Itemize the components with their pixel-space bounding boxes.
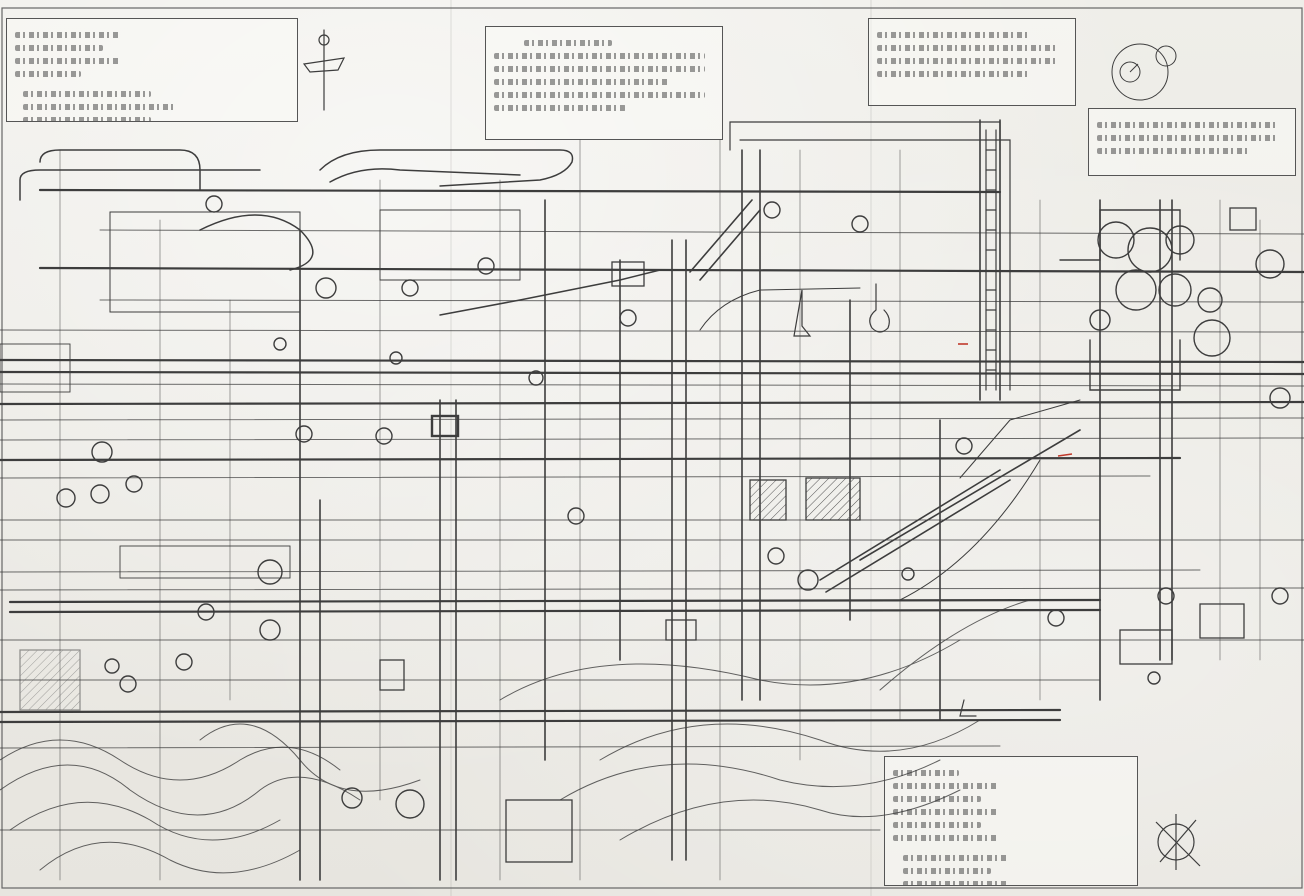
diagonal-pipes [689, 199, 1081, 601]
note-box-right-mid [1088, 108, 1296, 176]
ladder-structure [729, 121, 1011, 391]
drop-fittings [793, 283, 977, 717]
pump-cluster [1059, 43, 1285, 391]
valve-icon [302, 29, 346, 111]
vertical-risers [299, 119, 1173, 881]
light-verticals [59, 139, 1261, 881]
equipment-boxes [0, 207, 1257, 863]
paper-fold [450, 0, 452, 896]
note-box-bottom-right [884, 756, 1138, 886]
note-box-top-right [868, 18, 1076, 106]
red-accent-marks [958, 343, 1073, 457]
sheet-border [1, 7, 1303, 889]
valves [56, 195, 1291, 819]
main-pipe-runs [0, 188, 1304, 724]
secondary-lines [0, 229, 1304, 831]
note-box-top-left [6, 18, 298, 122]
note-box-top-center [485, 26, 723, 140]
gauge-icon [1119, 61, 1141, 83]
upper-left-loop [19, 149, 661, 316]
crosshair-compass-icon [1155, 814, 1201, 870]
paper-fold [870, 0, 872, 896]
control-box [505, 799, 573, 863]
cable-bundle [0, 599, 1031, 874]
